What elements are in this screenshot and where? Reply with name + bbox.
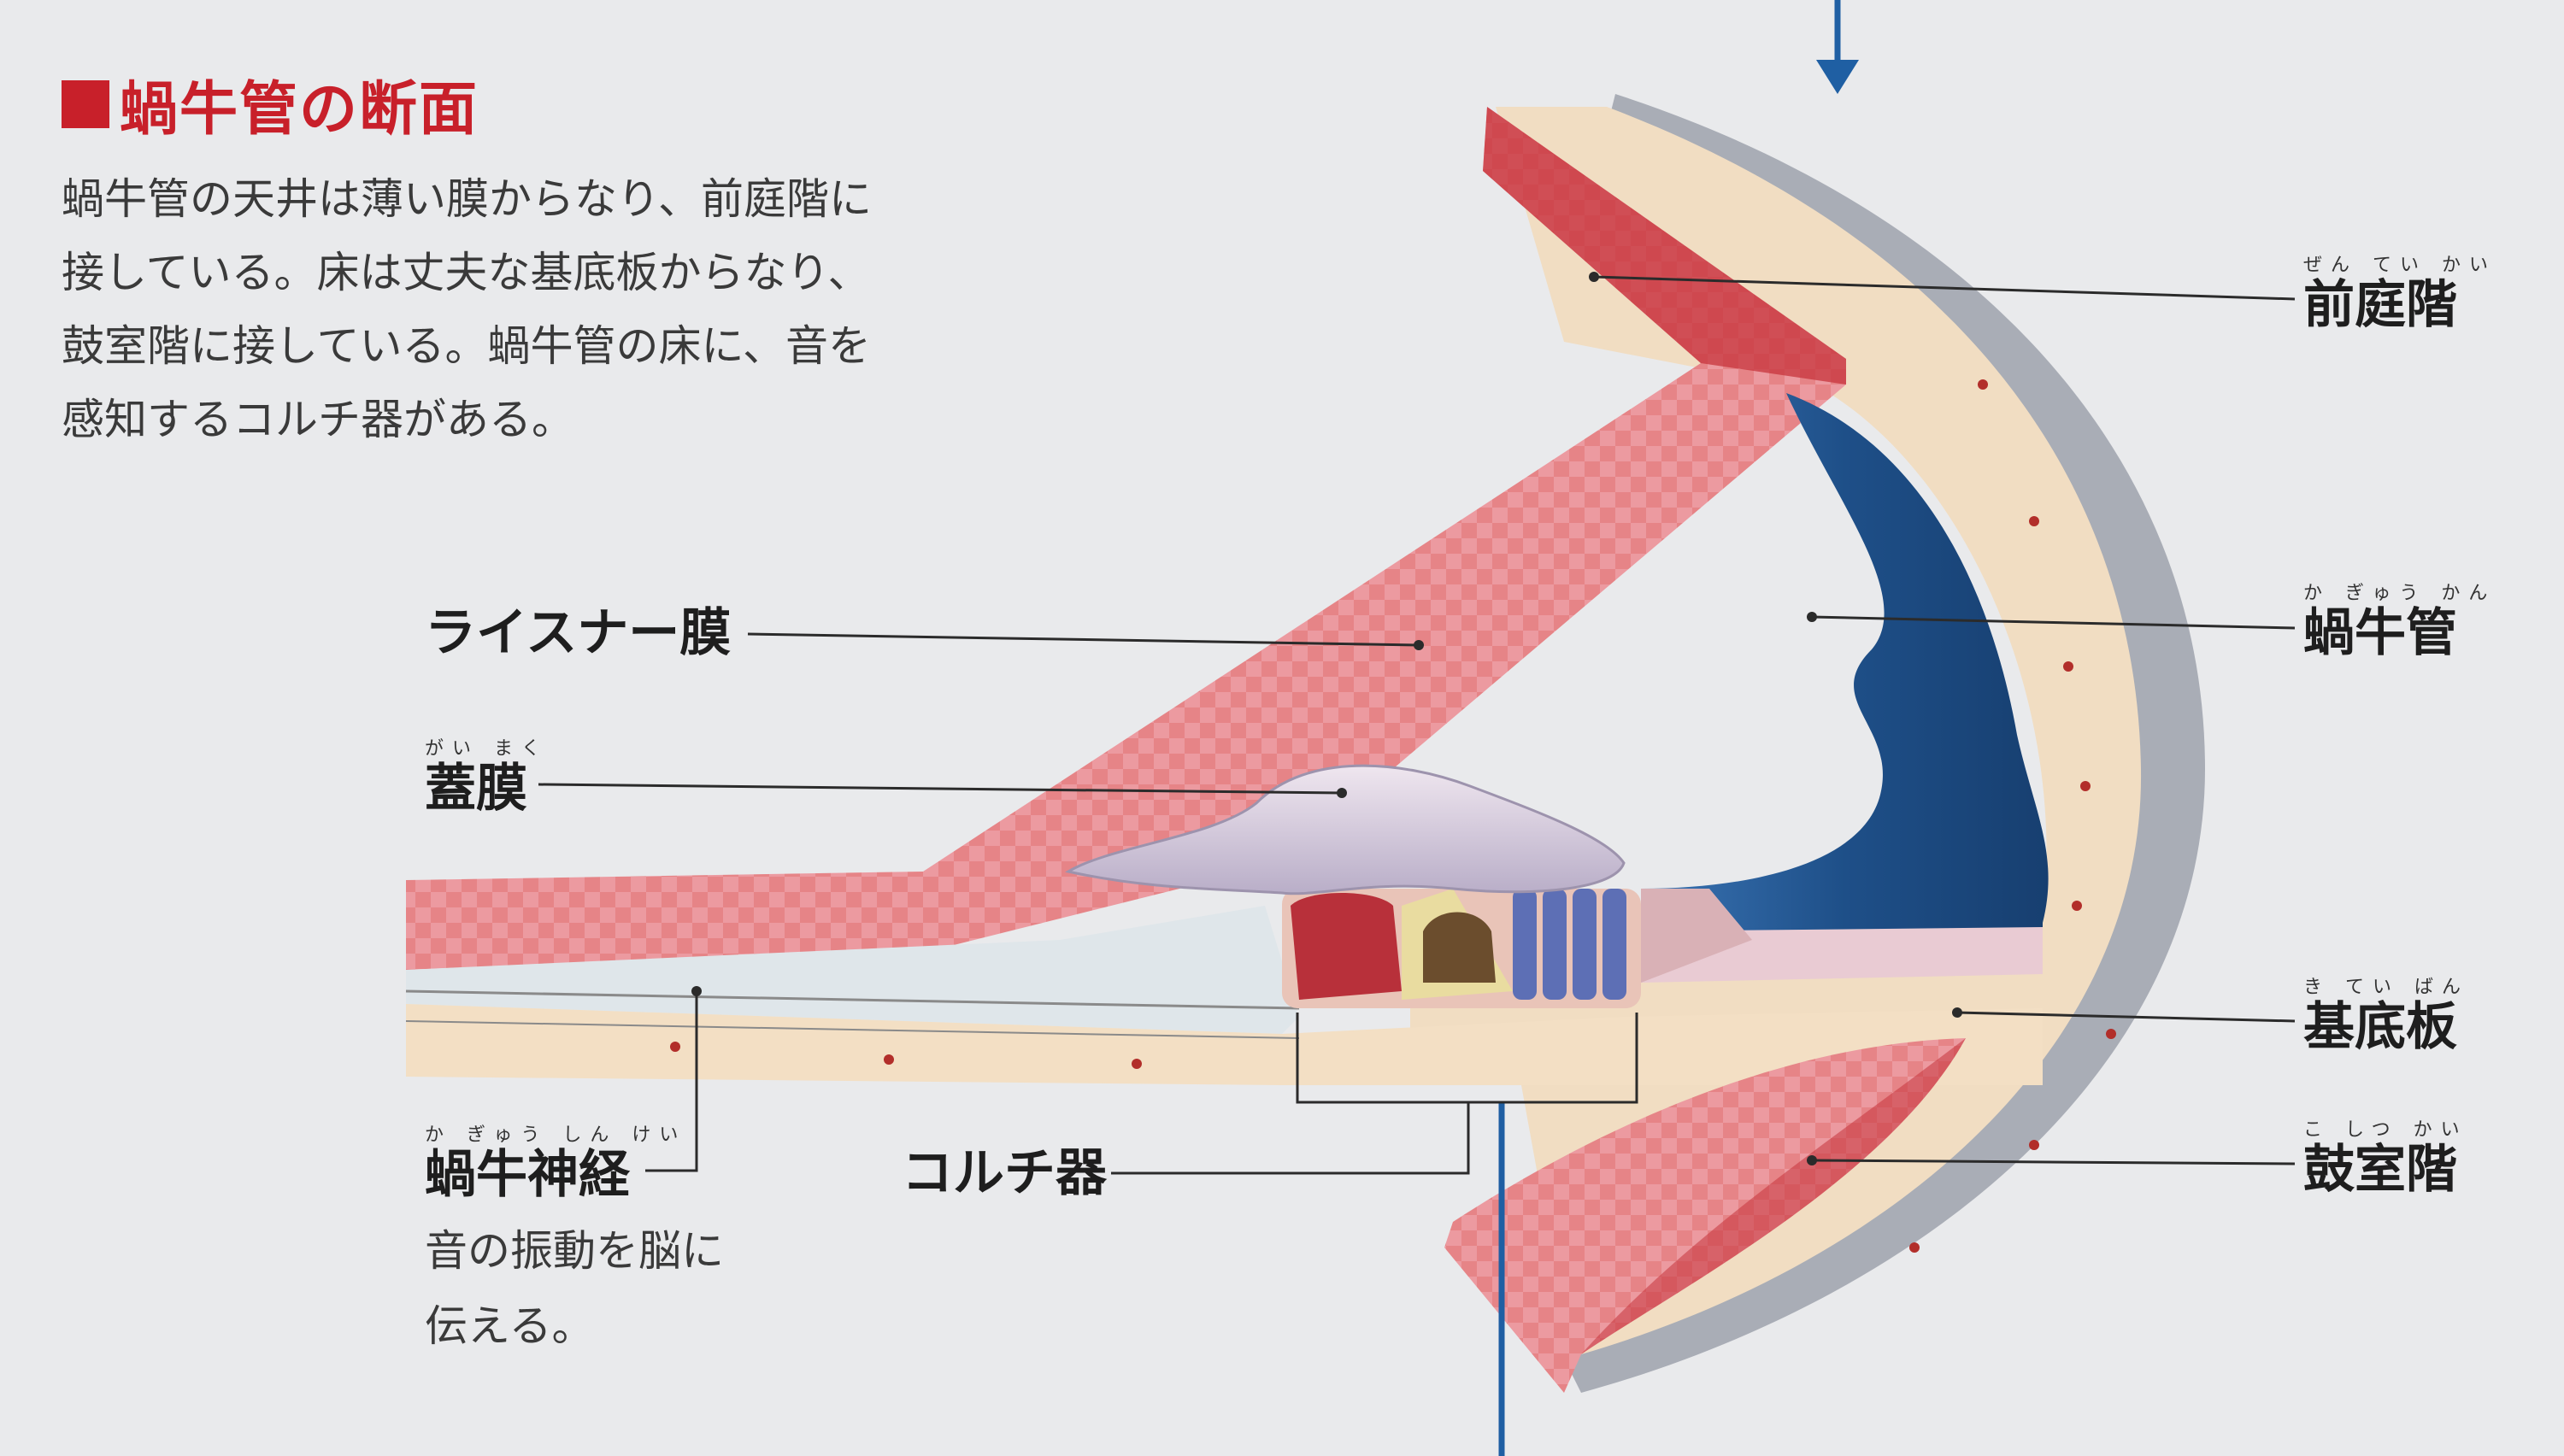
ruby-cochlear-duct: か ぎゅう かん — [2303, 583, 2496, 604]
text-organ-of-corti: コルチ器 — [902, 1143, 1107, 1203]
scala-tympani — [1444, 1038, 1966, 1393]
ruby-scala-vestibuli: ぜん てい かい — [2303, 255, 2496, 276]
label-cochlear-duct: か ぎゅう かん 蝸牛管 — [2303, 583, 2496, 661]
tectorial-membrane — [1064, 764, 1626, 895]
text-cochlear-nerve: 蝸牛神経 — [425, 1145, 630, 1205]
ruby-cochlear-nerve: か ぎゅう しん けい — [425, 1124, 687, 1146]
label-organ-of-corti: コルチ器 — [902, 1145, 1107, 1201]
label-cochlear-nerve: か ぎゅう しん けい 蝸牛神経 — [425, 1124, 686, 1203]
ruby-scala-tympani: こ しつ かい — [2303, 1119, 2468, 1141]
intro-line-1: 蝸牛管の天井は薄い膜からなり、前庭階に — [62, 174, 872, 224]
ruby-tectorial-membrane: がい まく — [425, 738, 549, 760]
page-title: 蝸牛管の断面 — [120, 76, 479, 144]
ruby-basilar-membrane: き てい ばん — [2303, 977, 2469, 998]
label-scala-tympani: こ しつ かい 鼓室階 — [2303, 1119, 2468, 1198]
lower-bone-band — [406, 1004, 2043, 1085]
section-title: 蝸牛管の断面 — [62, 62, 479, 146]
intro-line-3: 鼓室階に接している。蝸牛管の床に、音を — [62, 321, 871, 371]
scala-vestibuli-shade — [1483, 107, 1846, 385]
vessel-dots — [670, 379, 2116, 1253]
bony-wall-outer — [1564, 94, 2205, 1393]
scala-vestibuli — [406, 107, 1846, 970]
text-tectorial-membrane: 蓋膜 — [425, 759, 527, 819]
text-basilar-membrane: 基底板 — [2303, 997, 2457, 1057]
text-cochlear-duct: 蝸牛管 — [2303, 603, 2457, 663]
leader-lines — [538, 275, 2296, 1175]
vibration-arrow-icon — [1816, 0, 1859, 94]
duct-outer-cells — [1641, 889, 1752, 983]
label-basilar-membrane: き てい ばん 基底板 — [2303, 977, 2469, 1055]
label-tectorial-membrane: がい まく 蓋膜 — [425, 738, 549, 817]
intro-line-4: 感知するコルチ器がある。 — [62, 395, 574, 444]
label-reissner-membrane: ライスナー膜 — [425, 605, 731, 661]
title-square-icon — [62, 79, 109, 128]
nerve-desc-line-2: 伝える。 — [425, 1301, 595, 1351]
spiral-limbus — [406, 906, 1299, 1034]
intro-paragraph: 蝸牛管の天井は薄い膜からなり、前庭階に 接している。床は丈夫な基底板からなり、 … — [62, 162, 985, 456]
intro-line-2: 接している。床は丈夫な基底板からなり、 — [62, 248, 871, 297]
text-scala-vestibuli: 前庭階 — [2303, 275, 2457, 335]
scala-tympani-shade — [1581, 1038, 1966, 1354]
text-scala-tympani: 鼓室階 — [2303, 1140, 2457, 1200]
organ-of-corti — [1282, 889, 1641, 1008]
label-scala-vestibuli: ぜん てい かい 前庭階 — [2303, 255, 2496, 333]
cochlear-nerve-description: 音の振動を脳に 伝える。 — [425, 1213, 724, 1364]
nerve-desc-line-1: 音の振動を脳に — [425, 1226, 724, 1276]
text-reissner-membrane: ライスナー膜 — [425, 603, 732, 663]
cochlear-duct — [1641, 393, 2049, 957]
